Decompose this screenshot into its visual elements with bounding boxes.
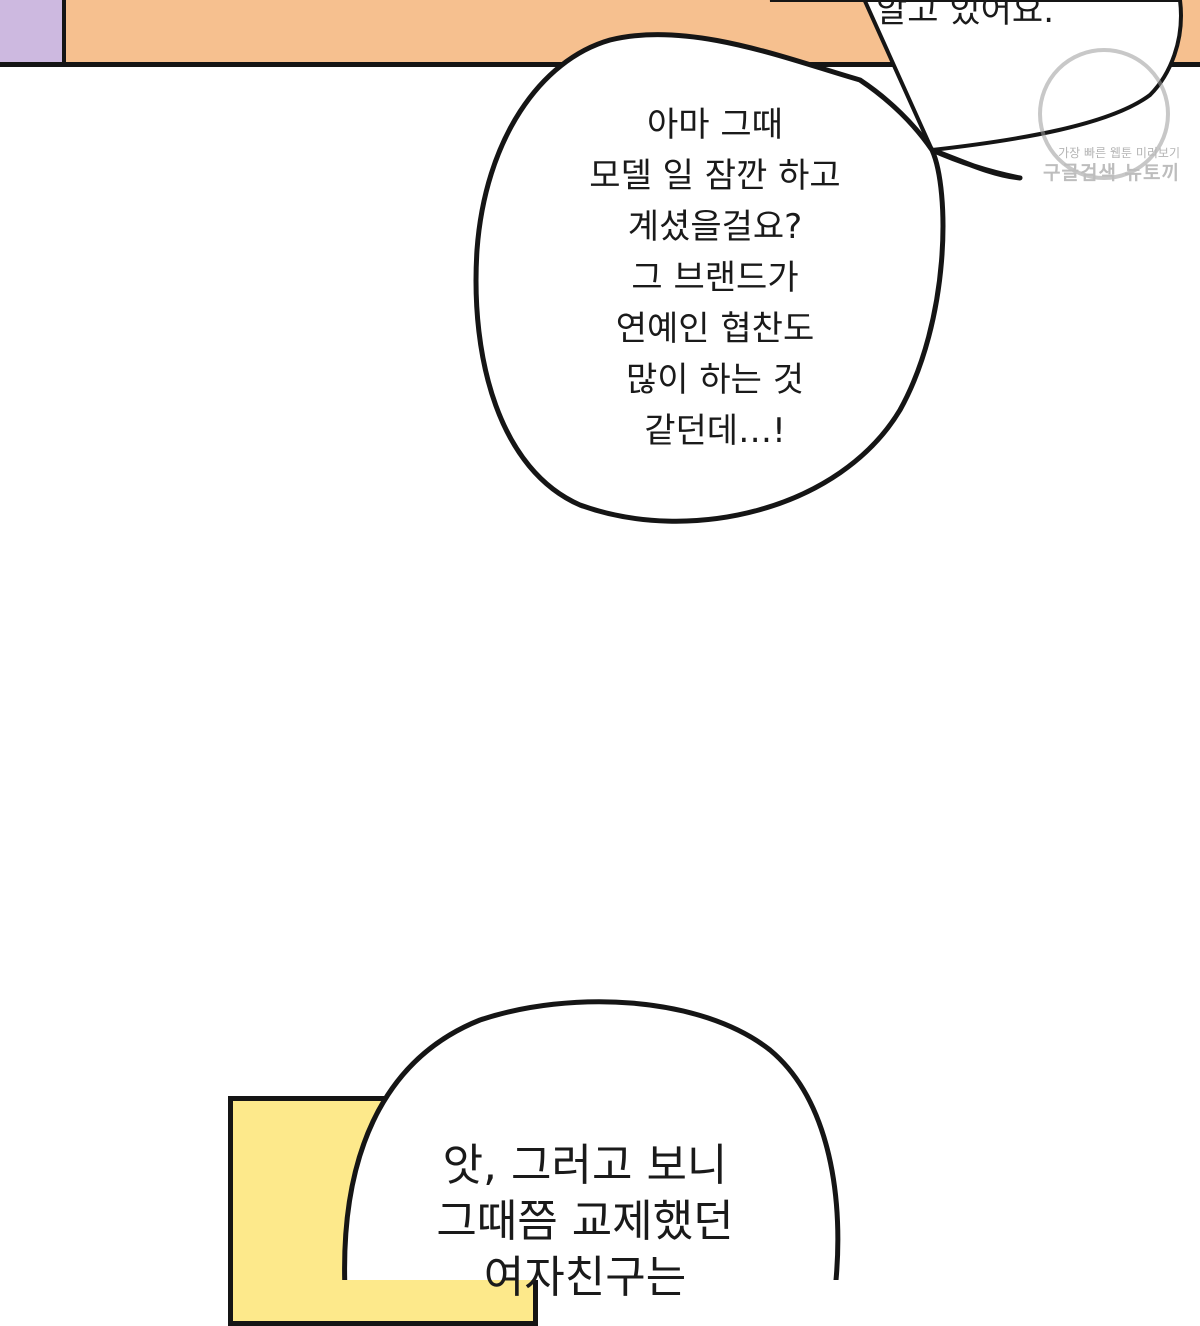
bottom-bubble-shape — [342, 999, 841, 1280]
watermark-line1: 가장 빠른 웹툰 미리보기 — [1058, 146, 1180, 160]
watermark-rabbit-logo-icon — [1038, 48, 1170, 180]
top-left-panel — [0, 0, 66, 62]
top-bubble-text: 알고 있어요. — [875, 0, 1054, 31]
watermark-line2: 구글검색 뉴토끼 — [1043, 162, 1180, 184]
bottom-bubble-text: 앗, 그러고 보니 그때쯤 교제했던 여자친구는 — [436, 1140, 734, 1303]
middle-bubble-text: 아마 그때 모델 일 잠깐 하고 계셨을걸요? 그 브랜드가 연예인 협찬도 많… — [589, 105, 841, 451]
middle-bubble-shape — [473, 32, 1023, 524]
watermark: 가장 빠른 웹툰 미리보기 구글검색 뉴토끼 — [1020, 30, 1180, 190]
